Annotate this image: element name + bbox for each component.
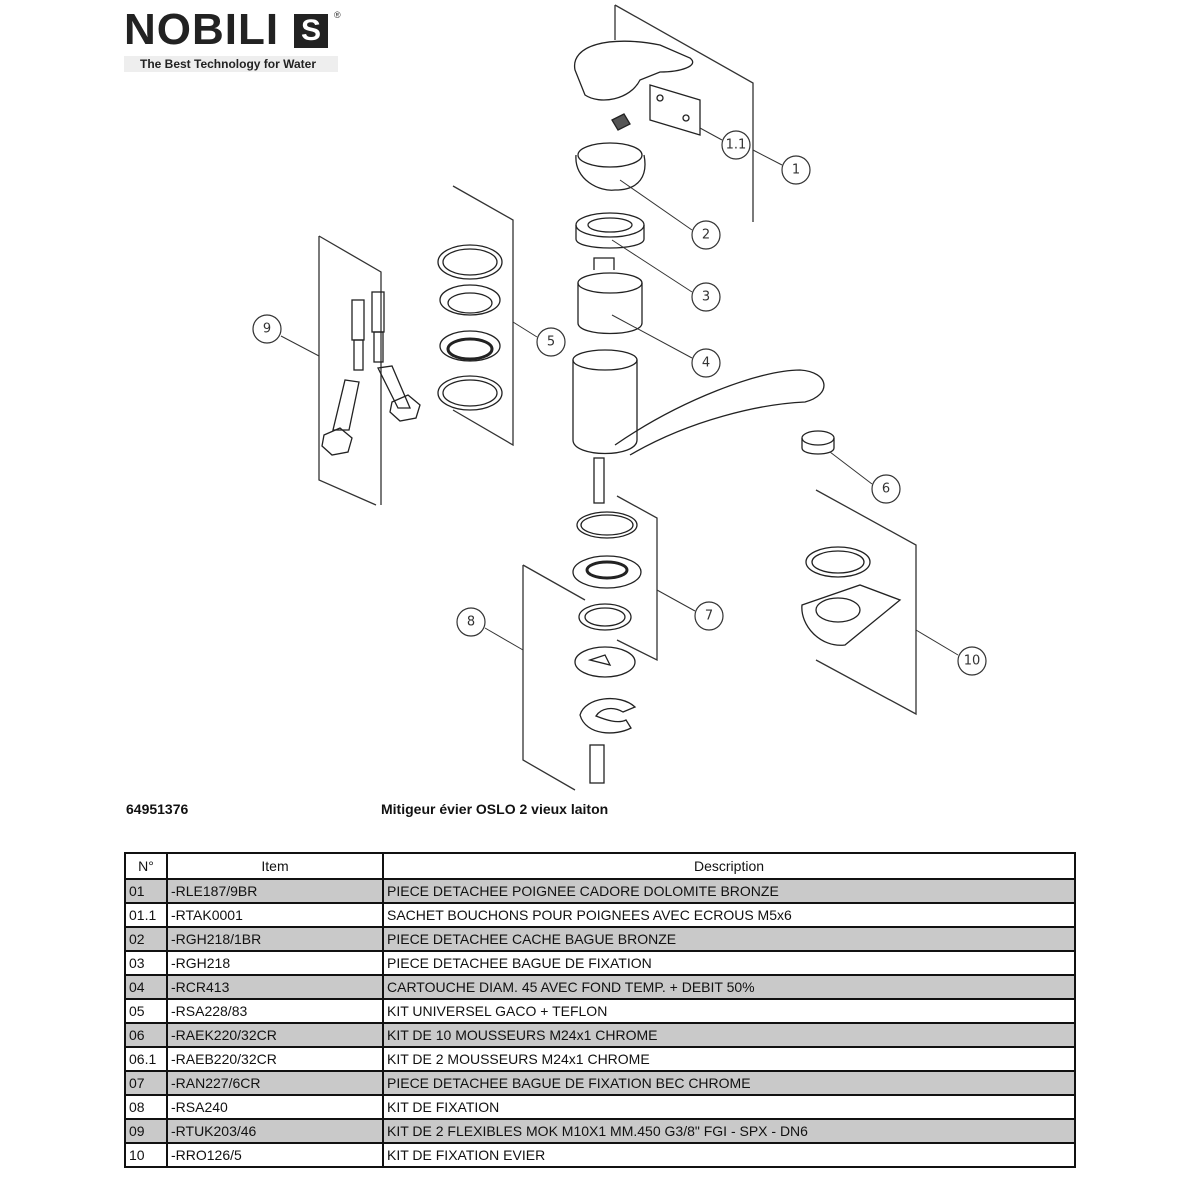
exploded-parts-diagram: 1.1 1 2 3 4 5 6 7 8 9 10 — [252, 4, 987, 791]
logo-wordmark: NOBILI — [124, 5, 280, 54]
part-number: 06 — [124, 1022, 168, 1048]
part-item-code: -RSA240 — [166, 1094, 384, 1120]
fixing-kit-part — [572, 511, 642, 784]
callout-10: 10 — [964, 654, 981, 669]
part-item-code: -RRO126/5 — [166, 1142, 384, 1168]
cap-ring-part — [575, 142, 646, 249]
part-description: PIECE DETACHEE POIGNEE CADORE DOLOMITE B… — [382, 878, 1076, 904]
logo-tagline: The Best Technology for Water — [124, 56, 338, 72]
part-description: PIECE DETACHEE CACHE BAGUE BRONZE — [382, 926, 1076, 952]
header-description: Description — [382, 852, 1076, 880]
part-item-code: -RAEB220/32CR — [166, 1046, 384, 1072]
part-number: 01 — [124, 878, 168, 904]
part-number: 06.1 — [124, 1046, 168, 1072]
part-number: 02 — [124, 926, 168, 952]
callout-7: 7 — [705, 609, 713, 624]
callouts — [252, 130, 987, 676]
part-item-code: -RAN227/6CR — [166, 1070, 384, 1096]
callout-2: 2 — [702, 228, 710, 243]
part-number: 10 — [124, 1142, 168, 1168]
leader-lines — [280, 127, 959, 656]
part-description: SACHET BOUCHONS POUR POIGNEES AVEC ECROU… — [382, 902, 1076, 928]
part-number: 08 — [124, 1094, 168, 1120]
part-item-code: -RCR413 — [166, 974, 384, 1000]
sink-fixing-part — [801, 546, 902, 646]
part-number: 07 — [124, 1070, 168, 1096]
logo-s-mark: S — [294, 14, 328, 48]
part-description: CARTOUCHE DIAM. 45 AVEC FOND TEMP. + DEB… — [382, 974, 1076, 1000]
callout-4: 4 — [702, 356, 710, 371]
nobili-logo: NOBILI S ® The Best Technology for Water — [122, 8, 344, 74]
group-brackets — [318, 4, 917, 791]
part-number: 03 — [124, 950, 168, 976]
callout-1-1: 1.1 — [726, 138, 747, 153]
callout-8: 8 — [467, 615, 475, 630]
part-description: KIT DE 2 FLEXIBLES MOK M10X1 MM.450 G3/8… — [382, 1118, 1076, 1144]
seal-rings-part — [437, 244, 503, 411]
spout-body-part — [572, 349, 825, 504]
flexible-hoses-part — [321, 291, 421, 456]
callout-1: 1 — [792, 163, 800, 178]
part-item-code: -RTAK0001 — [166, 902, 384, 928]
part-number: 04 — [124, 974, 168, 1000]
header-number: N° — [124, 852, 168, 880]
part-description: KIT DE FIXATION EVIER — [382, 1142, 1076, 1168]
part-description: PIECE DETACHEE BAGUE DE FIXATION — [382, 950, 1076, 976]
part-item-code: -RGH218 — [166, 950, 384, 976]
handle-part — [574, 40, 701, 136]
part-description: KIT UNIVERSEL GACO + TEFLON — [382, 998, 1076, 1024]
product-title: Mitigeur évier OSLO 2 vieux laiton — [381, 801, 609, 817]
part-item-code: -RAEK220/32CR — [166, 1022, 384, 1048]
header-item: Item — [166, 852, 384, 880]
part-item-code: -RSA228/83 — [166, 998, 384, 1024]
cartridge-part — [577, 257, 643, 335]
logo-registered: ® — [334, 10, 341, 20]
part-number: 01.1 — [124, 902, 168, 928]
part-description: KIT DE 10 MOUSSEURS M24x1 CHROME — [382, 1022, 1076, 1048]
aerator-part — [801, 430, 835, 455]
callout-3: 3 — [702, 290, 710, 305]
table-header-row: N° Item Description — [124, 852, 1076, 880]
part-item-code: -RTUK203/46 — [166, 1118, 384, 1144]
part-description: KIT DE FIXATION — [382, 1094, 1076, 1120]
part-item-code: -RLE187/9BR — [166, 878, 384, 904]
callout-5: 5 — [547, 335, 555, 350]
product-code: 64951376 — [126, 801, 189, 817]
part-number: 05 — [124, 998, 168, 1024]
callout-6: 6 — [882, 482, 890, 497]
part-description: KIT DE 2 MOUSSEURS M24x1 CHROME — [382, 1046, 1076, 1072]
part-description: PIECE DETACHEE BAGUE DE FIXATION BEC CHR… — [382, 1070, 1076, 1096]
callout-9: 9 — [263, 322, 271, 337]
part-item-code: -RGH218/1BR — [166, 926, 384, 952]
part-number: 09 — [124, 1118, 168, 1144]
